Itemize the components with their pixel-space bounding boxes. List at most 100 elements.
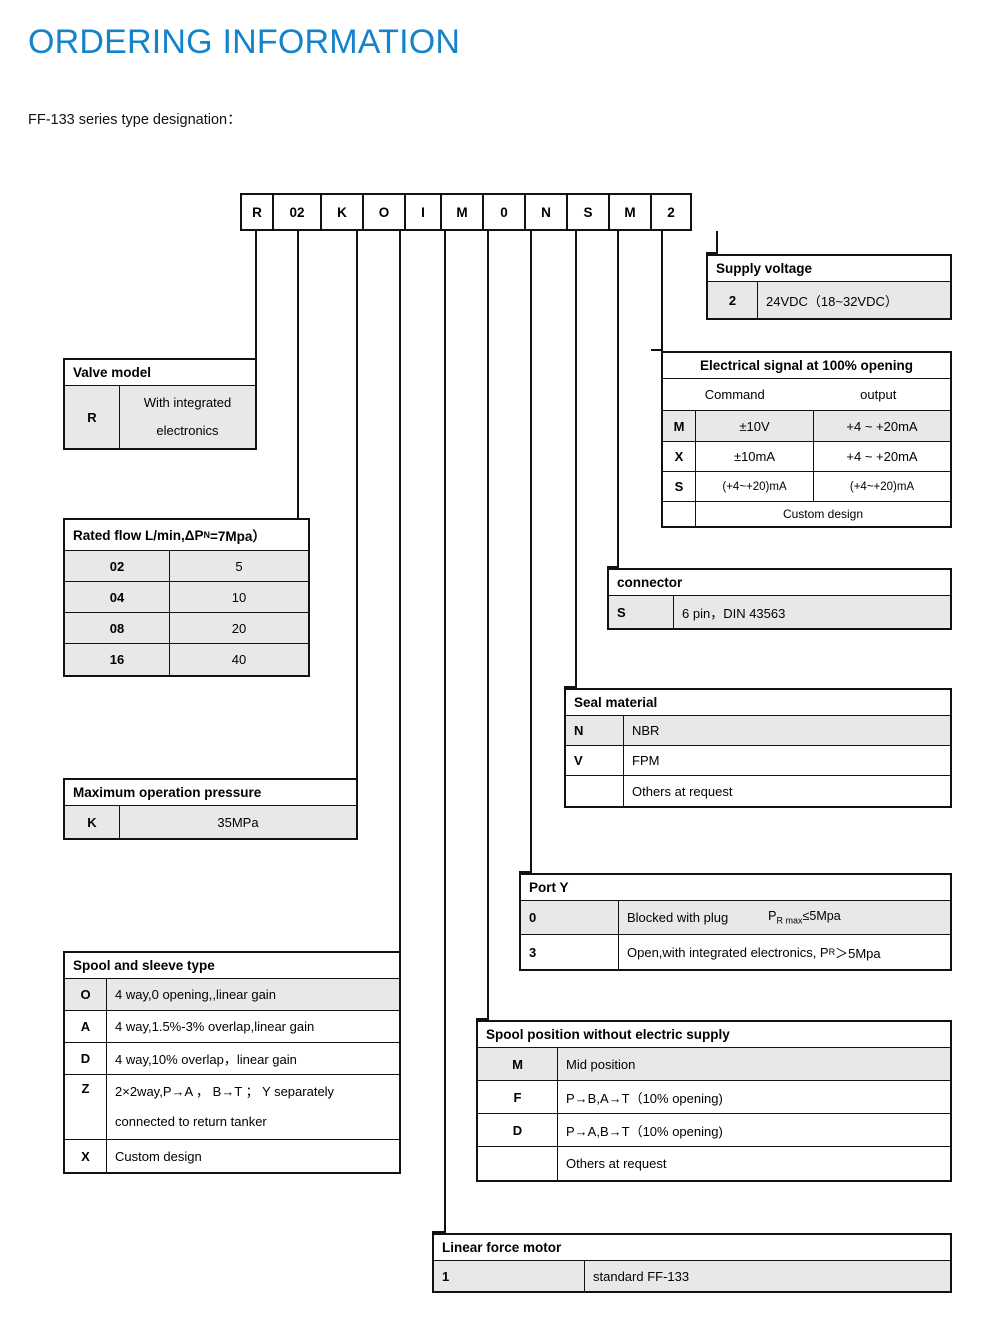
output-value: (+4~+20)mA (849, 480, 915, 493)
command-value: (+4~+20)mA (696, 472, 814, 501)
table-row: A 4 way,1.5%-3% overlap,linear gain (65, 1011, 399, 1043)
code-cell-1: 02 (274, 195, 322, 229)
code-value: P→B,A→T（10% opening) (566, 1090, 723, 1106)
code-value: 5 (170, 551, 308, 581)
table-linear-force-motor: Linear force motor 1 standard FF-133 (432, 1233, 952, 1293)
code-cell-8: S (568, 195, 610, 229)
spool-sleeve-z-line-1: 2×2way,P→A ， B→T ； Y separately (115, 1084, 335, 1099)
table-row: 0 Blocked with plug PR max≤5Mpa (521, 901, 950, 935)
table-title-connector: connector (609, 570, 950, 595)
custom-design-label: Custom design (782, 507, 864, 521)
code-value: NBR (624, 716, 950, 745)
code-value: 20 (170, 613, 308, 643)
rated-flow-header-sub: N (203, 530, 210, 540)
code-value: 2×2way,P→A ， B→T ； Y separately connecte… (107, 1075, 399, 1139)
code-cell-5: M (442, 195, 484, 229)
code-cell-3: O (364, 195, 406, 229)
table-header-row: Spool position without electric supply (478, 1022, 950, 1048)
code-value: 4 way,10% overlap，linear gain (115, 1052, 297, 1067)
table-header-row: Spool and sleeve type (65, 953, 399, 979)
table-valve-model: Valve model R With integrated electronic… (63, 358, 257, 450)
table-supply-voltage: Supply voltage 2 24VDC（18~32VDC） (706, 254, 952, 320)
table-row: Others at request (566, 776, 950, 806)
code-cell-0: R (242, 195, 274, 229)
code-key: V (566, 746, 624, 775)
table-row: F P→B,A→T（10% opening) (478, 1081, 950, 1114)
rated-flow-header-pre: Rated flow L/min,ΔP (73, 527, 204, 543)
code-key (478, 1147, 558, 1180)
subheader-command: Command (704, 387, 765, 402)
table-title-spool-sleeve: Spool and sleeve type (65, 953, 399, 978)
code-cell-4: I (406, 195, 442, 229)
code-value: 10 (170, 582, 308, 612)
command-value: ±10V (696, 411, 814, 441)
port-y-desc: Open,with integrated electronics, P (627, 944, 829, 960)
connector-line-spool-sleeve (399, 231, 401, 959)
connector-line-linear-force-motor (444, 231, 446, 1233)
table-row: X ±10mA +4 ~ +20mA (663, 442, 950, 472)
code-value: 35MPa (120, 806, 356, 838)
table-row: 1 standard FF-133 (434, 1261, 950, 1291)
code-key: X (65, 1140, 107, 1172)
code-cell-9: M (610, 195, 652, 229)
code-key: Z (65, 1075, 107, 1139)
table-header-row: Supply voltage (708, 256, 950, 282)
connector-elbow-seal-material (564, 686, 577, 688)
code-cell-7: N (526, 195, 568, 229)
code-key: 2 (708, 282, 758, 318)
table-connector: connector S 6 pin，DIN 43563 (607, 568, 952, 630)
connector-elbow-spool-position (476, 1018, 489, 1020)
subheader-output: output (860, 387, 897, 402)
table-row: 08 20 (65, 613, 308, 644)
code-cell-10: 2 (652, 195, 690, 229)
command-value: ±10mA (696, 442, 814, 471)
empty-key (663, 502, 696, 526)
table-row: S 6 pin，DIN 43563 (609, 596, 950, 628)
code-key: D (478, 1114, 558, 1146)
code-key: 04 (65, 582, 170, 612)
spool-sleeve-z-line-2: connected to return tanker (115, 1114, 267, 1129)
code-key: 3 (521, 935, 619, 969)
table-header-row: Linear force motor (434, 1235, 950, 1261)
connector-line-rated-flow (297, 231, 299, 526)
table-title-port-y: Port Y (521, 875, 950, 900)
code-key: 1 (434, 1261, 585, 1291)
connector-elbow-linear-force-motor (432, 1231, 446, 1233)
code-key: A (65, 1011, 107, 1042)
table-port-y: Port Y 0 Blocked with plug PR max≤5Mpa 3… (519, 873, 952, 971)
table-row: Others at request (478, 1147, 950, 1180)
connector-line-connector (617, 231, 619, 568)
code-value: With integrated electronics (120, 386, 255, 448)
connector-line-valve-model (255, 231, 257, 366)
code-key: M (663, 411, 696, 441)
code-value: standard FF-133 (585, 1261, 950, 1291)
table-row: O 4 way,0 opening,,linear gain (65, 979, 399, 1011)
table-row: N NBR (566, 716, 950, 746)
valve-model-line-1: With integrated (143, 395, 232, 410)
code-value: Custom design (115, 1148, 202, 1164)
code-key: M (478, 1048, 558, 1080)
code-key: 02 (65, 551, 170, 581)
connector-elbow-electrical-signal (651, 349, 663, 351)
port-y-pressure: PR max≤5Mpa (768, 909, 841, 926)
code-key: O (65, 979, 107, 1010)
code-key: D (65, 1043, 107, 1074)
output-value: +4 ~ +20mA (814, 411, 950, 441)
connector-line-max-pressure (356, 231, 358, 786)
code-value: 6 pin，DIN 43563 (674, 596, 950, 628)
connector-line-supply-voltage (716, 231, 718, 254)
table-row: M Mid position (478, 1048, 950, 1081)
page-subtitle: FF-133 series type designation： (28, 112, 242, 128)
table-subheader-row: Command output (663, 379, 950, 411)
table-header-row: connector (609, 570, 950, 596)
table-title-supply-voltage: Supply voltage (708, 256, 950, 281)
code-value: 4 way,1.5%-3% overlap,linear gain (115, 1019, 315, 1034)
code-key: F (478, 1081, 558, 1113)
table-electrical-signal: Electrical signal at 100% opening Comman… (661, 351, 952, 528)
table-row: K 35MPa (65, 806, 356, 838)
code-key: X (663, 442, 696, 471)
table-title-spool-position: Spool position without electric supply (478, 1022, 950, 1047)
